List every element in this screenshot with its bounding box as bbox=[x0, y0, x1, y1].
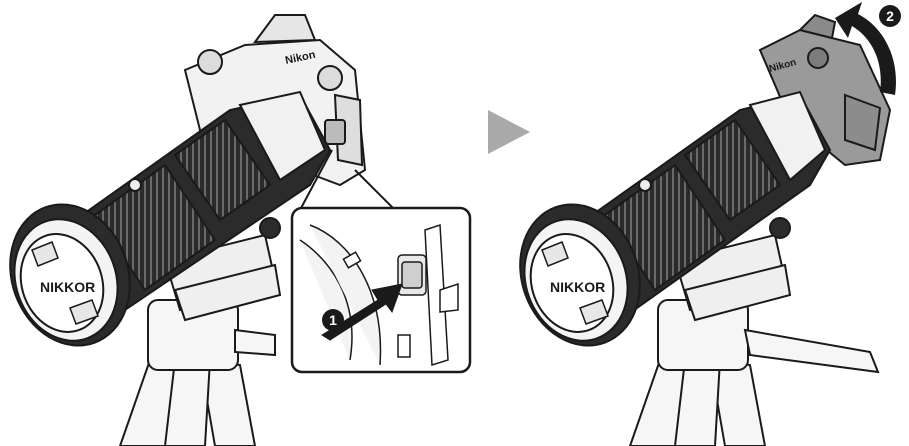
release-button-inset: 1 bbox=[292, 208, 470, 372]
lens-cap-text-left: NIKKOR bbox=[40, 279, 95, 295]
tripod-left bbox=[120, 300, 275, 446]
lens-cap-text-right: NIKKOR bbox=[550, 279, 605, 295]
tripod-right bbox=[630, 300, 878, 446]
arrow-right-icon bbox=[488, 110, 530, 154]
step-marker-1: 1 bbox=[322, 309, 344, 331]
left-panel: Nikon NIKKOR bbox=[0, 15, 470, 446]
step-marker-2: 2 bbox=[879, 5, 901, 27]
right-panel: Nikon NIKKOR 2 bbox=[501, 2, 901, 446]
step-marker-2-text: 2 bbox=[886, 8, 894, 24]
step-marker-1-text: 1 bbox=[329, 312, 337, 328]
